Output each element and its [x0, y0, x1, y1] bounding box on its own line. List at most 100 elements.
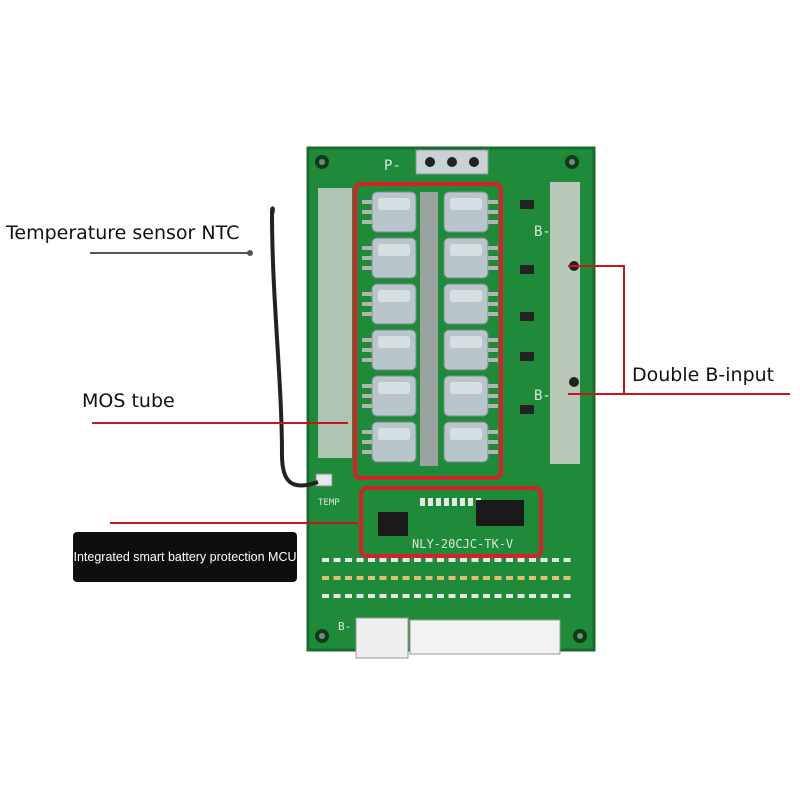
mosfet-leg: [362, 440, 372, 444]
right-copper-strip: [550, 182, 580, 464]
smd-part: [322, 576, 329, 580]
mosfet-leg: [488, 302, 498, 306]
silk-b-minus-top: B-: [534, 224, 551, 240]
silk-model: NLY-20CJC-TK-V: [412, 537, 513, 551]
smd-part: [437, 558, 444, 562]
smd-part: [448, 558, 456, 562]
smd-part: [368, 594, 375, 598]
mosfet-leg: [362, 266, 372, 270]
balance-connector: [409, 619, 561, 655]
smd-part: [563, 594, 571, 598]
mosfet-highlight: [450, 198, 482, 210]
ntc-connector: [315, 473, 333, 487]
mosfet-leg: [488, 312, 498, 316]
smd-part: [425, 558, 433, 562]
smd-part: [420, 498, 425, 506]
mosfet-leg: [488, 246, 498, 250]
mosfet-leg: [362, 348, 372, 352]
mosfet-leg: [362, 256, 372, 260]
smd-part: [552, 558, 559, 562]
smd-part: [425, 594, 433, 598]
smd-part: [494, 558, 502, 562]
smd-part: [552, 594, 559, 598]
smd-part: [414, 576, 421, 580]
mosfet-highlight: [450, 428, 482, 440]
mosfet-highlight: [450, 290, 482, 302]
smd-part: [540, 594, 548, 598]
mosfet-leg: [488, 440, 498, 444]
smd-part: [402, 558, 410, 562]
smd-part: [552, 576, 559, 580]
smd-part: [471, 576, 479, 580]
temperature-sensor-label: Temperature sensor NTC: [6, 222, 240, 244]
mosfet-leg: [488, 384, 498, 388]
smd-part: [333, 558, 341, 562]
ntc-wire: [269, 206, 319, 488]
mosfet-leg: [488, 404, 498, 408]
mosfet-highlight: [378, 198, 410, 210]
smd-part: [471, 558, 479, 562]
smd-part: [517, 558, 525, 562]
mos-tube-label: MOS tube: [82, 390, 175, 412]
mosfet-leg: [362, 404, 372, 408]
mosfet-highlight: [378, 290, 410, 302]
smd-part: [356, 558, 364, 562]
mosfet-leg: [362, 338, 372, 342]
left-copper-strip: [318, 188, 352, 458]
smd-part: [506, 558, 513, 562]
mounting-holes: [315, 155, 587, 643]
smd-part: [529, 576, 536, 580]
smd-part: [483, 558, 490, 562]
mosfet-leg: [362, 200, 372, 204]
smd-part: [425, 576, 433, 580]
mosfet-leg: [488, 210, 498, 214]
smd-part: [356, 594, 364, 598]
mosfet-leg: [362, 292, 372, 296]
smd-part: [414, 558, 421, 562]
mosfet-leg: [488, 358, 498, 362]
mosfet-highlight: [378, 428, 410, 440]
smd-part: [506, 594, 513, 598]
smd-part: [448, 576, 456, 580]
smd-part: [333, 576, 341, 580]
smd-part: [517, 576, 525, 580]
smd-part: [428, 498, 433, 506]
double-b-input-label: Double B-input: [632, 364, 775, 386]
mosfet-leg: [488, 348, 498, 352]
smd-part: [483, 576, 490, 580]
mosfet-leg: [488, 200, 498, 204]
smd-part: [517, 594, 525, 598]
mosfet-array: [362, 191, 498, 466]
mosfet-highlight: [378, 336, 410, 348]
smd-part: [402, 576, 410, 580]
smd-part: [471, 594, 479, 598]
smd-part: [460, 558, 467, 562]
mosfet-leg: [488, 450, 498, 454]
smd-part: [345, 558, 352, 562]
smd-part: [391, 558, 398, 562]
smd-part: [436, 498, 441, 506]
smd-part: [391, 594, 398, 598]
smd-part: [529, 558, 536, 562]
mosfet-highlight: [378, 244, 410, 256]
smd-part: [437, 594, 444, 598]
smd-part: [356, 576, 364, 580]
smd-part: [563, 558, 571, 562]
mosfet-leg: [362, 302, 372, 306]
smd-part: [368, 576, 375, 580]
mosfet-highlight: [450, 382, 482, 394]
mcu-chip-right: [476, 500, 524, 526]
smd-part: [322, 594, 329, 598]
mosfet-spine: [420, 192, 438, 466]
mosfet-highlight: [450, 336, 482, 348]
smd-part: [379, 594, 387, 598]
mcu-label: Integrated smart battery protection MCU: [73, 532, 297, 582]
smd-part: [368, 558, 375, 562]
smd-part: [483, 594, 490, 598]
smd-part: [448, 594, 456, 598]
mosfet-leg: [362, 210, 372, 214]
mcu-chip-left: [378, 512, 408, 536]
smd-part: [379, 558, 387, 562]
mcu-highlight-box: [359, 486, 543, 558]
mosfet-leg: [488, 430, 498, 434]
